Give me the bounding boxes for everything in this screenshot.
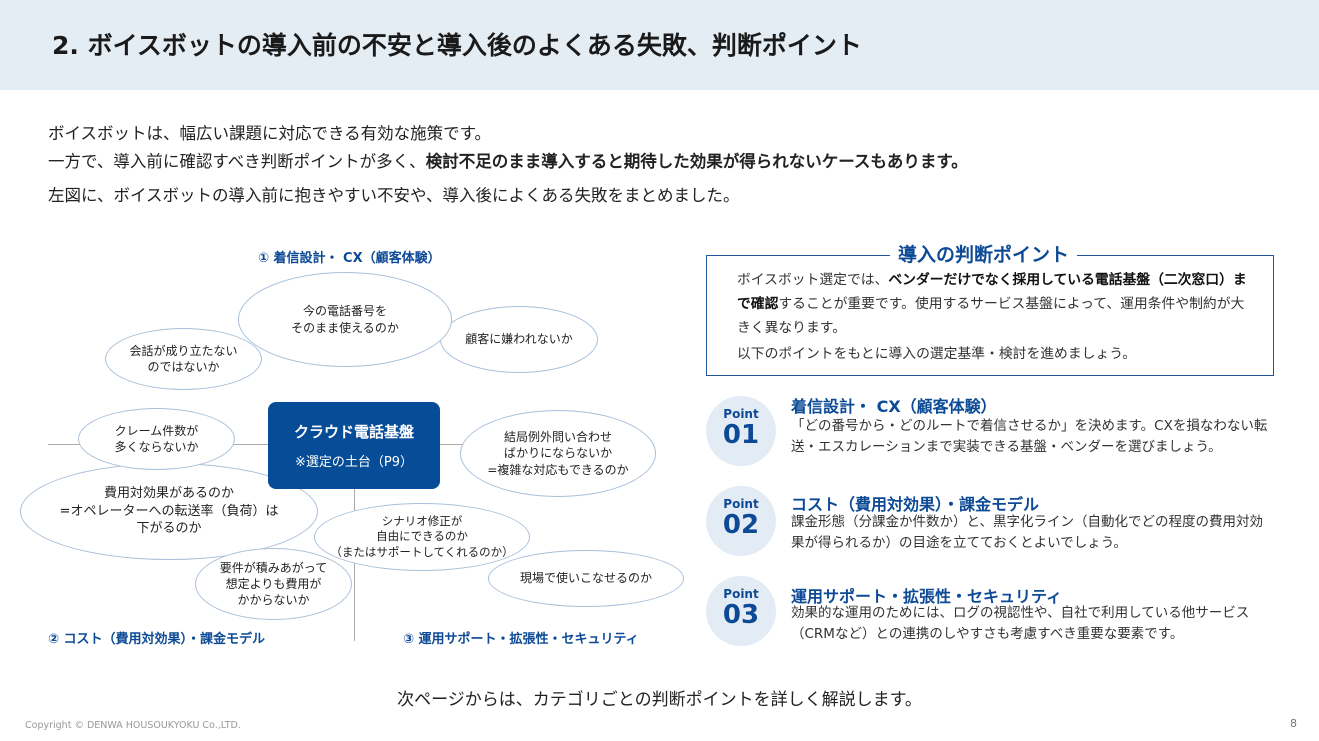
intro-line-1: ボイスボットは、幅広い課題に対応できる有効な施策です。 (48, 124, 492, 143)
judgment-box: ボイスボット選定では、ベンダーだけでなく採用している電話基盤（二次窓口）まで確認… (706, 255, 1274, 376)
core-title: クラウド電話基盤 (293, 423, 414, 441)
intro-line-2-plain: 一方で、導入前に確認すべき判断ポイントが多く、 (48, 152, 426, 171)
next-page-note: 次ページからは、カテゴリごとの判断ポイントを詳しく解説します。 (397, 690, 922, 710)
vertical-axis-line (354, 489, 355, 641)
intro-line-3: 左図に、ボイスボットの導入前に抱きやすい不安や、導入後によくある失敗をまとめまし… (48, 186, 740, 205)
concern-bubble: クレーム件数が 多くならないか (78, 408, 235, 470)
page-title: 2. ボイスボットの導入前の不安と導入後のよくある失敗、判断ポイント (52, 31, 862, 60)
point-heading: 着信設計・ CX（顧客体験） (791, 397, 997, 416)
category-label-3: ③ 運用サポート・拡張性・セキュリティ (403, 632, 639, 647)
category-label-1: ① 着信設計・ CX（顧客体験） (258, 251, 441, 266)
concern-bubble: 顧客に嫌われないか (440, 306, 598, 373)
horizontal-axis-line (48, 444, 468, 445)
judgment-paragraph-2: 以下のポイントをもとに導入の選定基準・検討を進めましょう。 (737, 346, 1137, 362)
page-number: 8 (1290, 717, 1297, 730)
core-platform-box: クラウド電話基盤 ※選定の土台（P9） (268, 402, 440, 489)
core-subtitle: ※選定の土台（P9） (294, 455, 413, 470)
concern-bubble: 今の電話番号を そのまま使えるのか (238, 272, 452, 367)
concern-bubble: シナリオ修正が 自由にできるのか （またはサポートしてくれるのか） (314, 503, 530, 571)
category-label-2: ② コスト（費用対効果）・課金モデル (48, 632, 266, 647)
concern-bubble: 会話が成り立たない のではないか (105, 328, 262, 390)
concern-bubble: 結局例外問い合わせ ばかりにならないか =複雑な対応もできるのか (460, 410, 656, 497)
copyright: Copyright © DENWA HOUSOUKYOKU Co.,LTD. (25, 720, 241, 731)
judgment-title: 導入の判断ポイント (890, 240, 1078, 267)
point-body: 課金形態（分課金か件数か）と、黒字化ライン（自動化でどの程度の費用対効果が得られ… (791, 514, 1263, 551)
point-body: 効果的な運用のためには、ログの視認性や、自社で利用している他サービス（CRMなど… (791, 605, 1250, 642)
concern-bubble: 現場で使いこなせるのか (488, 550, 684, 607)
point-heading: コスト（費用対効果）・課金モデル (791, 495, 1040, 514)
intro-line-2-bold: 検討不足のまま導入すると期待した効果が得られないケースもあります。 (425, 152, 968, 171)
point-heading: 運用サポート・拡張性・セキュリティ (791, 587, 1063, 606)
intro-line-2: 一方で、導入前に確認すべき判断ポイントが多く、検討不足のまま導入すると期待した効… (48, 148, 968, 172)
judgment-paragraph-1: ボイスボット選定では、ベンダーだけでなく採用している電話基盤（二次窓口）まで確認… (737, 272, 1247, 336)
point-body: 「どの番号から・どのルートで着信させるか」を決めます。CXを損なわない転送・エス… (791, 418, 1268, 455)
concern-bubble: 要件が積みあがって 想定よりも費用が かからないか (195, 548, 352, 620)
header-band: 2. ボイスボットの導入前の不安と導入後のよくある失敗、判断ポイント (0, 0, 1319, 90)
